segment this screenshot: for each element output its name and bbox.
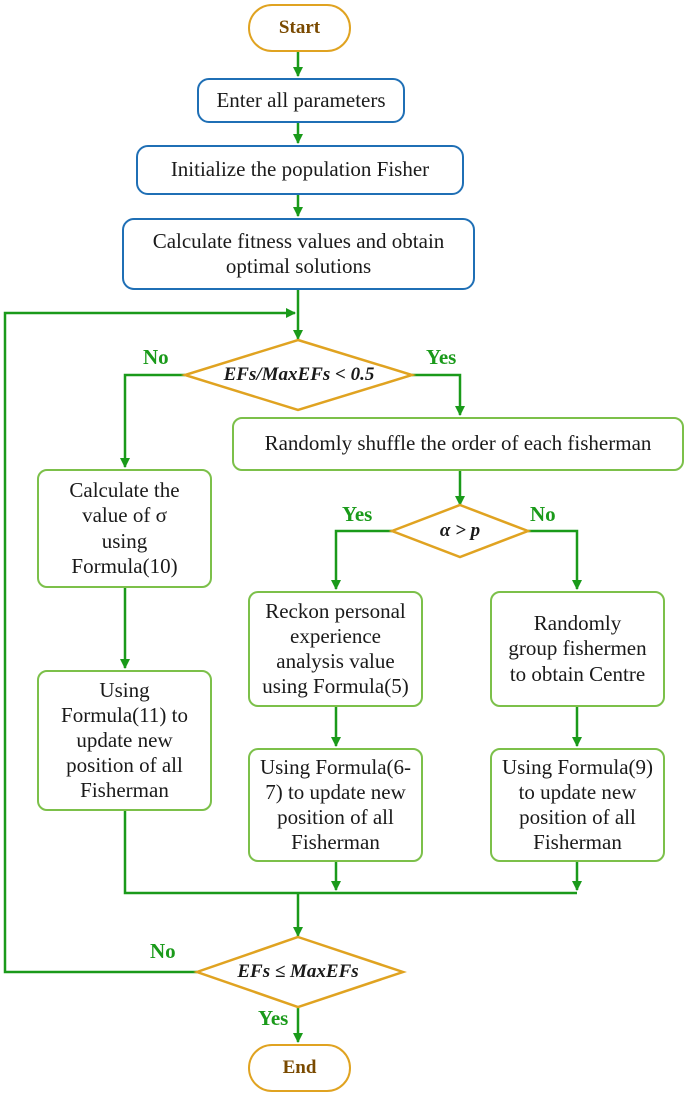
formula9-box: Using Formula(9) to update new position … bbox=[490, 748, 665, 862]
label-efs-yes: Yes bbox=[426, 345, 457, 369]
decision-end-shape bbox=[193, 935, 407, 1009]
enter-params-box: Enter all parameters bbox=[197, 78, 405, 123]
label-end-yes: Yes bbox=[258, 1006, 289, 1030]
decision-efs-label: EFs/MaxEFs < 0.5 bbox=[223, 364, 375, 385]
decision-efs-shape bbox=[180, 338, 417, 412]
group-box: Randomly group fishermen to obtain Centr… bbox=[490, 591, 665, 707]
start-node: Start bbox=[248, 4, 351, 52]
calc-sigma-box: Calculate the value of σ using Formula(1… bbox=[37, 469, 212, 588]
formula67-box: Using Formula(6-7) to update new positio… bbox=[248, 748, 423, 862]
arrow-alpha-no bbox=[528, 529, 582, 590]
end-node: End bbox=[248, 1044, 351, 1092]
label-end-no: No bbox=[150, 939, 176, 963]
arrow-decision-yes bbox=[412, 373, 465, 416]
decision-end-label: EFs ≤ MaxEFs bbox=[237, 961, 359, 982]
shuffle-box: Randomly shuffle the order of each fishe… bbox=[232, 417, 684, 471]
formula11-box: Using Formula(11) to update new position… bbox=[37, 670, 212, 811]
decision-alpha-shape bbox=[388, 503, 532, 559]
label-alpha-yes: Yes bbox=[342, 502, 373, 526]
reckon-box: Reckon personal experience analysis valu… bbox=[248, 591, 423, 707]
label-alpha-no: No bbox=[530, 502, 556, 526]
label-efs-no: No bbox=[143, 345, 169, 369]
calc-fitness-box: Calculate fitness values and obtain opti… bbox=[122, 218, 475, 290]
arrow-alpha-yes bbox=[331, 529, 392, 590]
arrow-loop-back bbox=[3, 308, 296, 974]
line-f11-merge bbox=[123, 811, 577, 895]
decision-alpha-label: α > p bbox=[439, 520, 481, 541]
init-population-box: Initialize the population Fisher bbox=[136, 145, 464, 195]
arrow-decision-no bbox=[120, 373, 185, 468]
